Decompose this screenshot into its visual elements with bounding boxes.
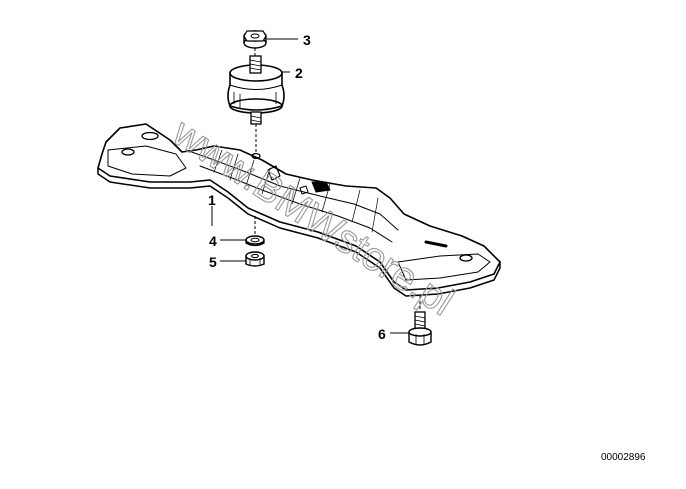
transmission-crossmember — [97, 123, 501, 297]
callout-6: 6 — [378, 326, 386, 342]
callout-1: 1 — [208, 192, 216, 208]
hex-bolt — [408, 296, 432, 346]
rubber-mount — [227, 55, 285, 152]
washer — [245, 216, 265, 247]
watermark-text: www.BMWstore.pl — [164, 110, 461, 324]
callout-2: 2 — [295, 65, 303, 81]
callout-3: 3 — [303, 32, 311, 48]
hex-nut-bottom — [245, 251, 265, 267]
leader-lines — [211, 38, 409, 334]
callout-labels: 3 2 1 4 5 6 — [208, 32, 386, 342]
callout-4: 4 — [209, 233, 217, 249]
callout-5: 5 — [209, 254, 217, 270]
hex-nut-top — [243, 30, 267, 56]
diagram-part-number: 00002896 — [601, 452, 646, 463]
